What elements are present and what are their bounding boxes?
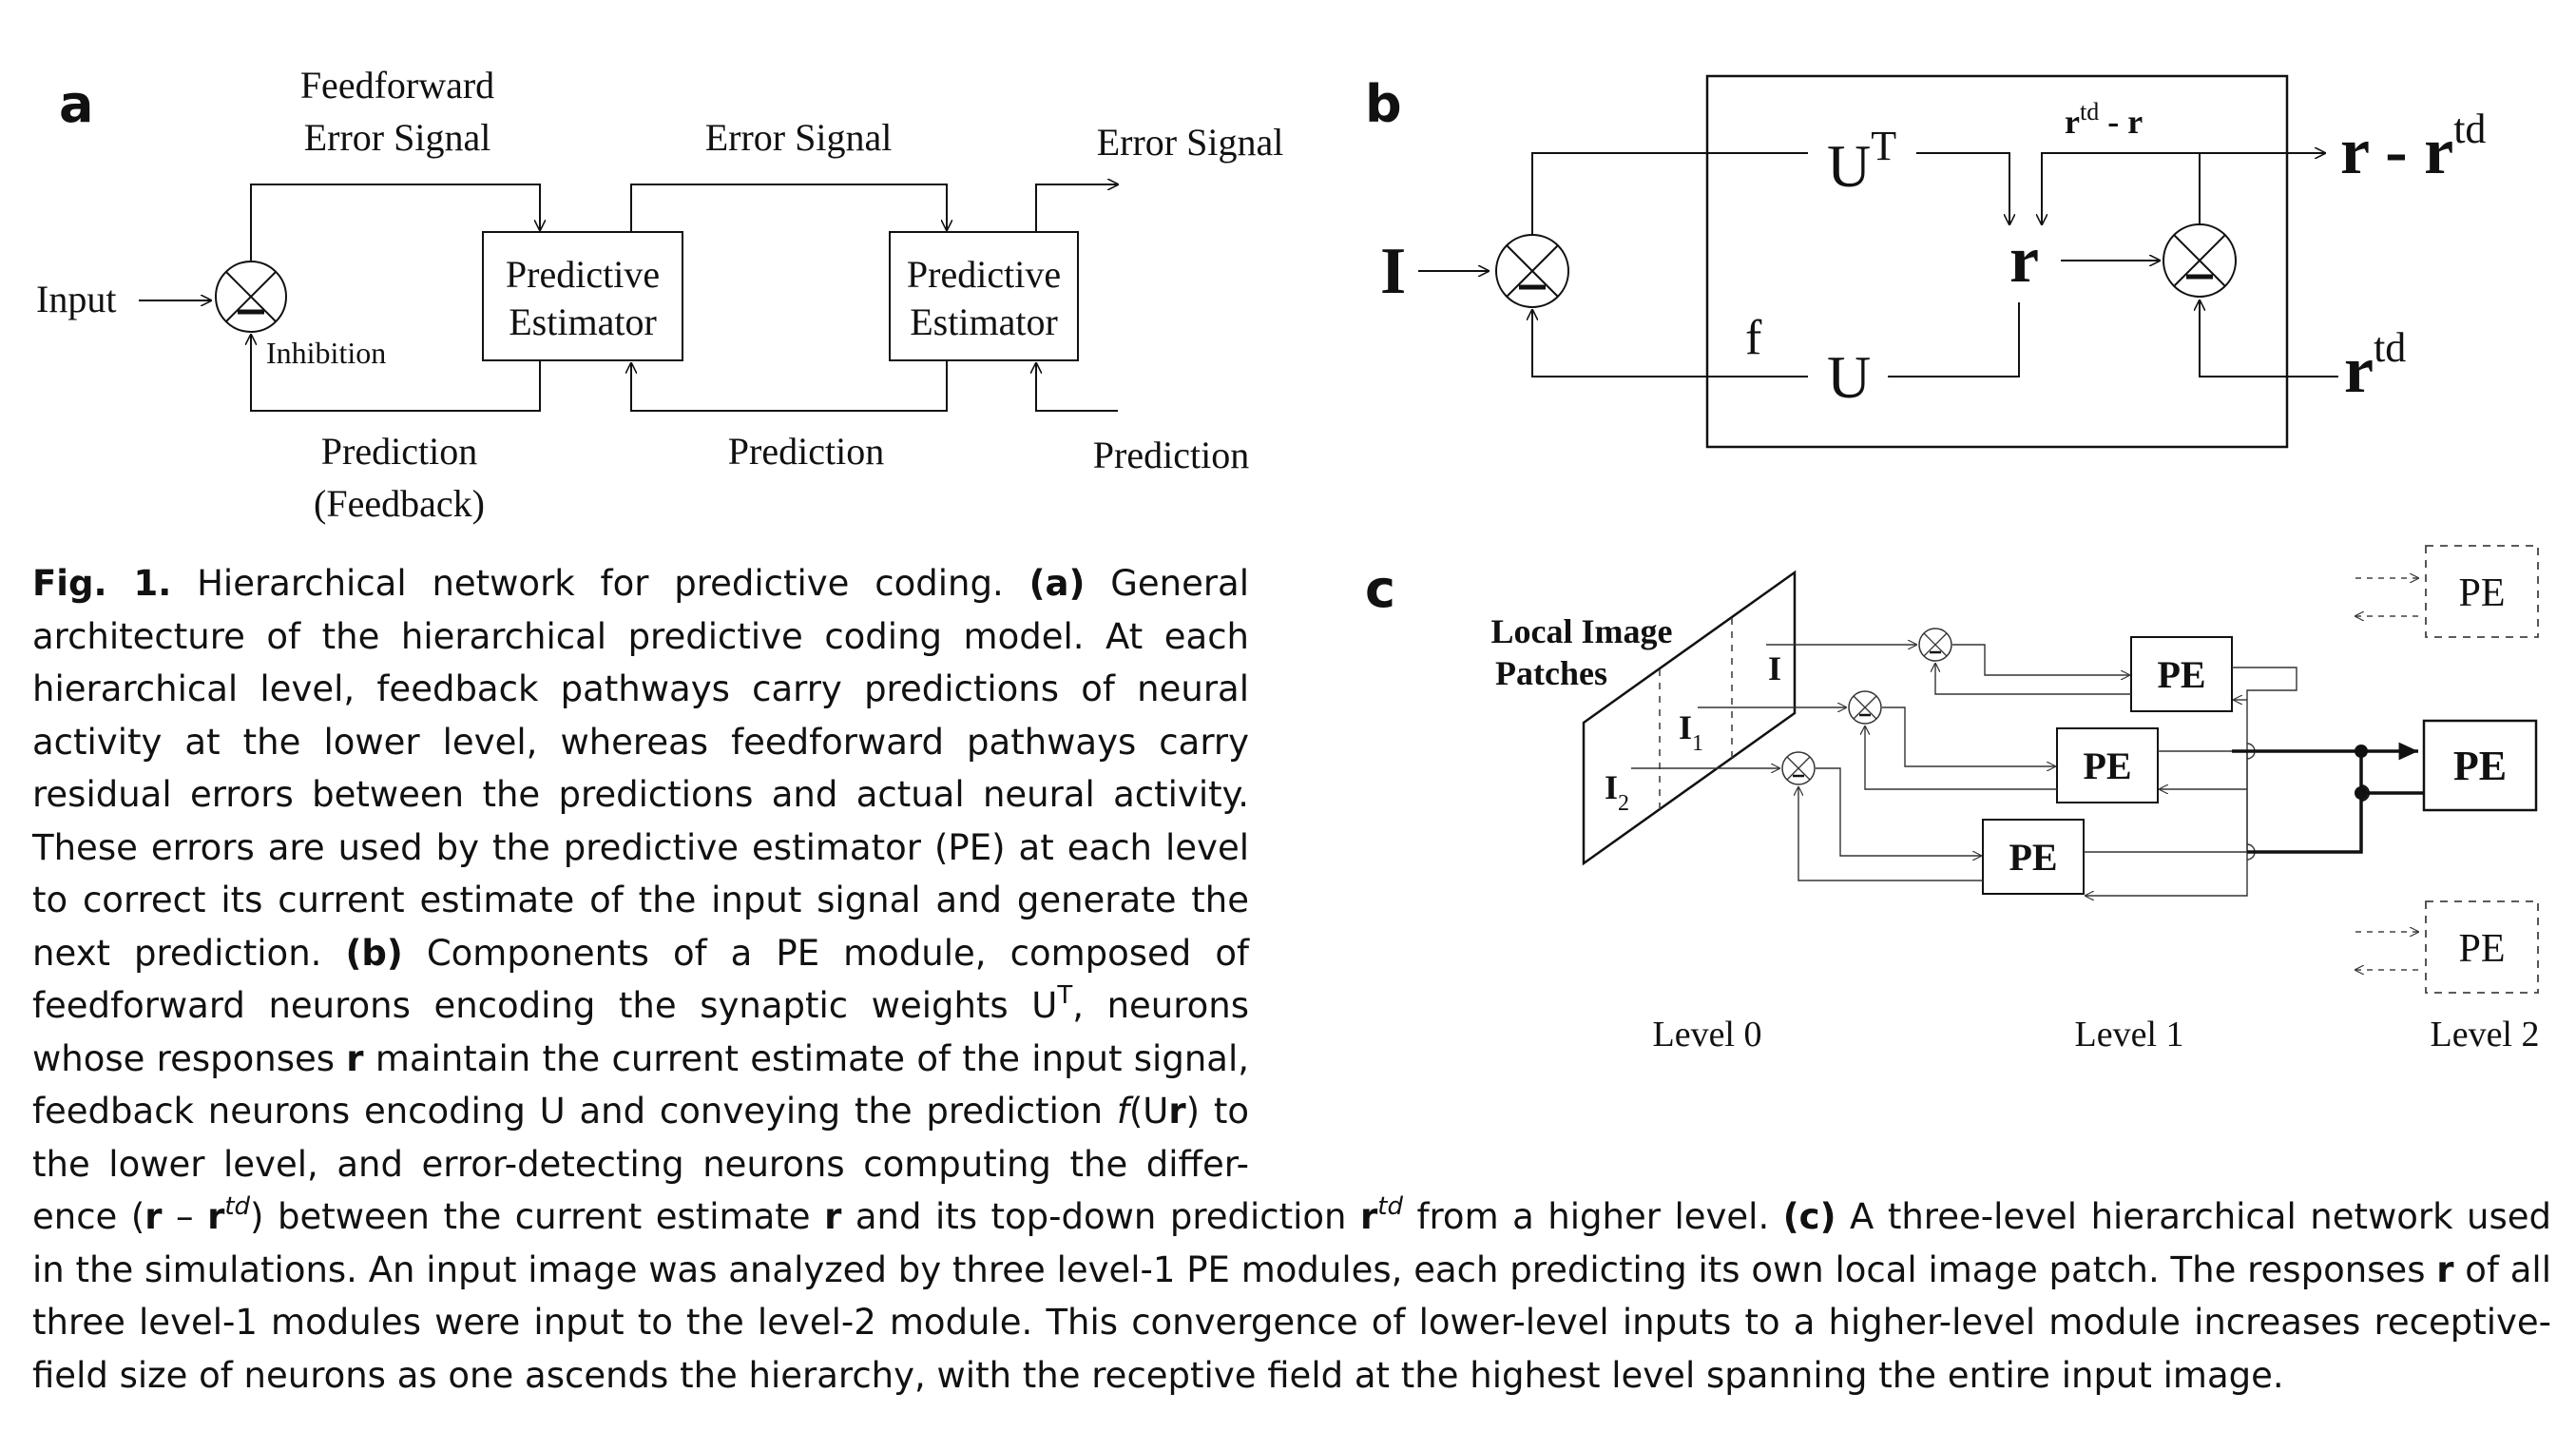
- prediction-right-label: Prediction: [1093, 434, 1249, 476]
- caption-top-block: Fig. 1. Hierarchical network for predict…: [32, 557, 1249, 1190]
- comparator-b-left: [1495, 234, 1569, 308]
- UT-label: UT: [1827, 123, 1896, 200]
- input-label: Input: [36, 278, 116, 320]
- caption-line-7: to correct its current estimate of the i…: [32, 880, 1249, 920]
- output-r-minus-rtd: r - rtd: [2340, 106, 2486, 188]
- caption-fig-label: Fig. 1.: [32, 563, 172, 604]
- caption-line-6: These errors are used by the predictive …: [32, 826, 1249, 868]
- caption-line-11: feedback neurons encoding U and conveyin…: [32, 1091, 1249, 1132]
- junction-dot-2: [2355, 786, 2368, 800]
- comparator-c-1: [1918, 628, 1952, 662]
- crossover-hop: [2360, 784, 2370, 802]
- caption-line-12: the lower level, and error-detecting neu…: [32, 1143, 1249, 1185]
- caption-line-4: activity at the lower level, whereas fee…: [32, 721, 1249, 763]
- patch-I-label: I: [1768, 649, 1781, 687]
- pe2-line2: Estimator: [910, 300, 1058, 343]
- caption-line-16: field size of neurons as one ascends the…: [32, 1354, 2284, 1396]
- caption-line-9: feedforward neurons encoding the synapti…: [32, 980, 1250, 1026]
- prediction-mid-label: Prediction: [728, 430, 884, 473]
- pe-level1-mid-label: PE: [2083, 745, 2131, 787]
- panel-a: a Feedforward Error Signal Error Signal …: [36, 64, 1283, 525]
- pe-level2-label: PE: [2453, 743, 2507, 789]
- caption-line-14: in the simulations. An input image was a…: [32, 1248, 2551, 1290]
- level1-label: Level 1: [2074, 1015, 2183, 1055]
- caption-line-15: three level-1 modules were input to the …: [32, 1302, 2551, 1343]
- level0-label: Level 0: [1652, 1015, 1761, 1055]
- caption-line-2: architecture of the hierarchical predict…: [32, 615, 1249, 657]
- f-label: f: [1745, 311, 1762, 365]
- local-image-patches-line2: Patches: [1495, 654, 1607, 692]
- error-signal-mid-label: Error Signal: [705, 116, 893, 159]
- comparator-c-2: [1848, 690, 1882, 725]
- rtd-input-label: rtd: [2344, 324, 2406, 407]
- pe-level1-top-label: PE: [2157, 653, 2205, 696]
- feedforward-label-line2: Error Signal: [304, 116, 491, 159]
- caption-line-8: next prediction. (b) Components of a PE …: [32, 932, 1249, 974]
- comparator-b-right: [2163, 223, 2237, 298]
- predictive-estimator-1-box: [482, 231, 683, 361]
- caption-line-5: residual errors between the predictions …: [32, 774, 1249, 815]
- pe-level1-top: [2130, 636, 2233, 712]
- feedforward-label-line1: Feedforward: [300, 64, 494, 106]
- local-image-patches-line1: Local Image: [1491, 612, 1673, 650]
- pe-level1-bottom: [1982, 819, 2085, 895]
- comparator-a: [215, 261, 287, 333]
- U-label: U: [1827, 343, 1871, 411]
- panel-c-wires: [1631, 645, 2297, 896]
- rtd-minus-r-label: rtd - r: [2065, 98, 2143, 141]
- prediction-feedback-line1: Prediction: [321, 430, 477, 473]
- pe-level3-top-dashed: [2425, 545, 2539, 638]
- pe-level1-mid: [2056, 727, 2159, 803]
- panel-b-wires: [1532, 153, 2338, 377]
- junction-dot-1: [2355, 745, 2368, 758]
- pe-level1-bottom-label: PE: [2009, 836, 2057, 879]
- caption-line-1: Fig. 1. Hierarchical network for predict…: [32, 563, 1250, 604]
- level2-label: Level 2: [2430, 1015, 2539, 1055]
- panel-a-label: a: [59, 74, 93, 134]
- patch-I2-label: I2: [1605, 768, 1629, 816]
- predictive-estimator-2-box: [889, 231, 1079, 361]
- patch-I1-label: I1: [1679, 708, 1703, 756]
- input-I-label: I: [1380, 235, 1406, 308]
- pe1-line2: Estimator: [509, 300, 657, 343]
- pe2-line1: Predictive: [907, 253, 1061, 296]
- inhibition-label: Inhibition: [266, 336, 386, 370]
- comparator-c-3: [1781, 751, 1816, 785]
- error-signal-right-label: Error Signal: [1097, 121, 1284, 164]
- pe-dashed-top-label: PE: [2458, 571, 2505, 615]
- panel-c: c Local Image Patches I I1 I2: [1365, 545, 2540, 1055]
- pe-module-box: [1705, 74, 2289, 449]
- pe1-line1: Predictive: [506, 253, 660, 296]
- caption-line-13: ence (r – rtd) between the current estim…: [32, 1191, 2551, 1237]
- r-label: r: [2009, 223, 2039, 297]
- pe-level2: [2422, 719, 2538, 812]
- figure-caption: Fig. 1. Hierarchical network for predict…: [32, 557, 2551, 1402]
- caption-line-10: whose responses r maintain the current e…: [32, 1037, 1249, 1079]
- pe-level3-bottom-dashed: [2425, 900, 2539, 994]
- panel-a-wires: [251, 184, 1118, 412]
- caption-bottom-block: ence (r – rtd) between the current estim…: [32, 1190, 2551, 1402]
- panel-c-label: c: [1365, 559, 1395, 619]
- panel-b: b I UT U f r rtd - r: [1365, 74, 2486, 449]
- prediction-feedback-line2: (Feedback): [314, 482, 485, 525]
- image-plane: [1582, 570, 1797, 866]
- panel-b-label: b: [1365, 74, 1402, 134]
- caption-line-3: hierarchical level, feedback pathways ca…: [32, 668, 1249, 709]
- pe-dashed-bottom-label: PE: [2458, 927, 2505, 971]
